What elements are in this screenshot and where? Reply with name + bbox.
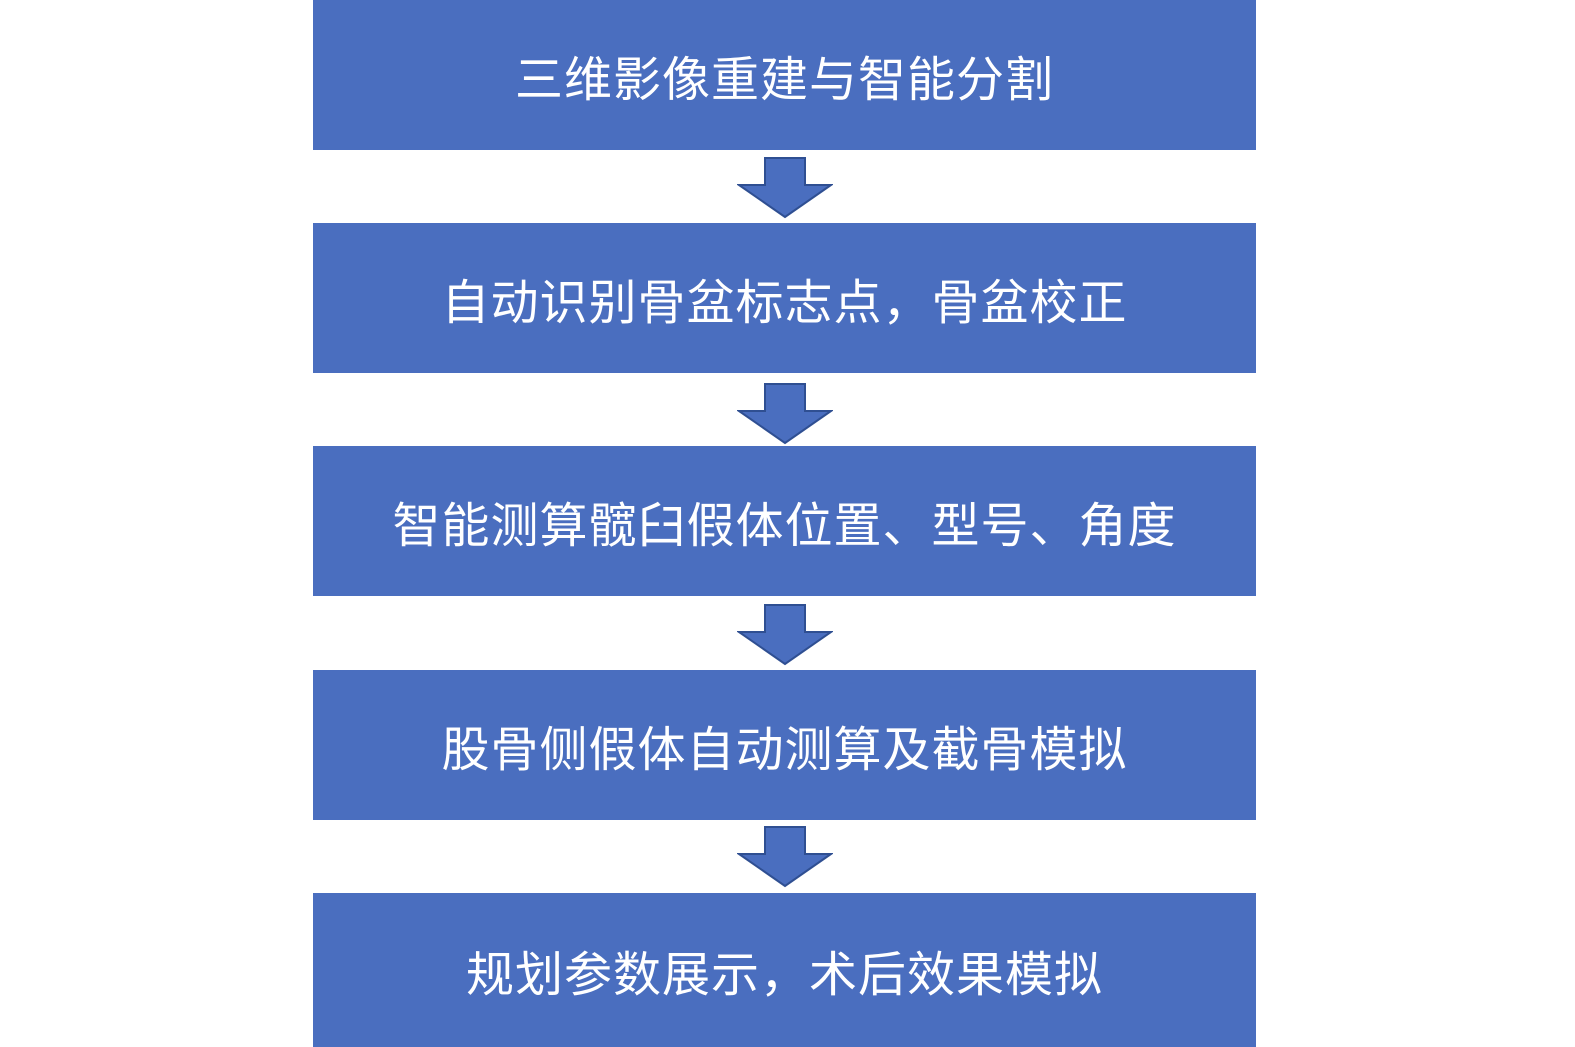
down-arrow-icon [737,383,833,445]
flow-step-2: 自动识别骨盆标志点，骨盆校正 [313,223,1256,373]
flow-step-4: 股骨侧假体自动测算及截骨模拟 [313,670,1256,820]
flow-step-4-label: 股骨侧假体自动测算及截骨模拟 [441,722,1128,778]
flow-step-3-label: 智能测算髋臼假体位置、型号、角度 [392,498,1177,554]
flow-step-1-label: 三维影像重建与智能分割 [514,52,1054,108]
down-arrow-icon [737,604,833,666]
flow-step-5: 规划参数展示，术后效果模拟 [313,893,1256,1047]
down-arrow-icon [737,826,833,888]
flow-step-1: 三维影像重建与智能分割 [313,0,1256,150]
flow-step-2-label: 自动识别骨盆标志点，骨盆校正 [441,275,1128,331]
flow-step-5-label: 规划参数展示，术后效果模拟 [465,947,1103,1003]
flow-step-3: 智能测算髋臼假体位置、型号、角度 [313,446,1256,596]
down-arrow-icon [737,157,833,219]
